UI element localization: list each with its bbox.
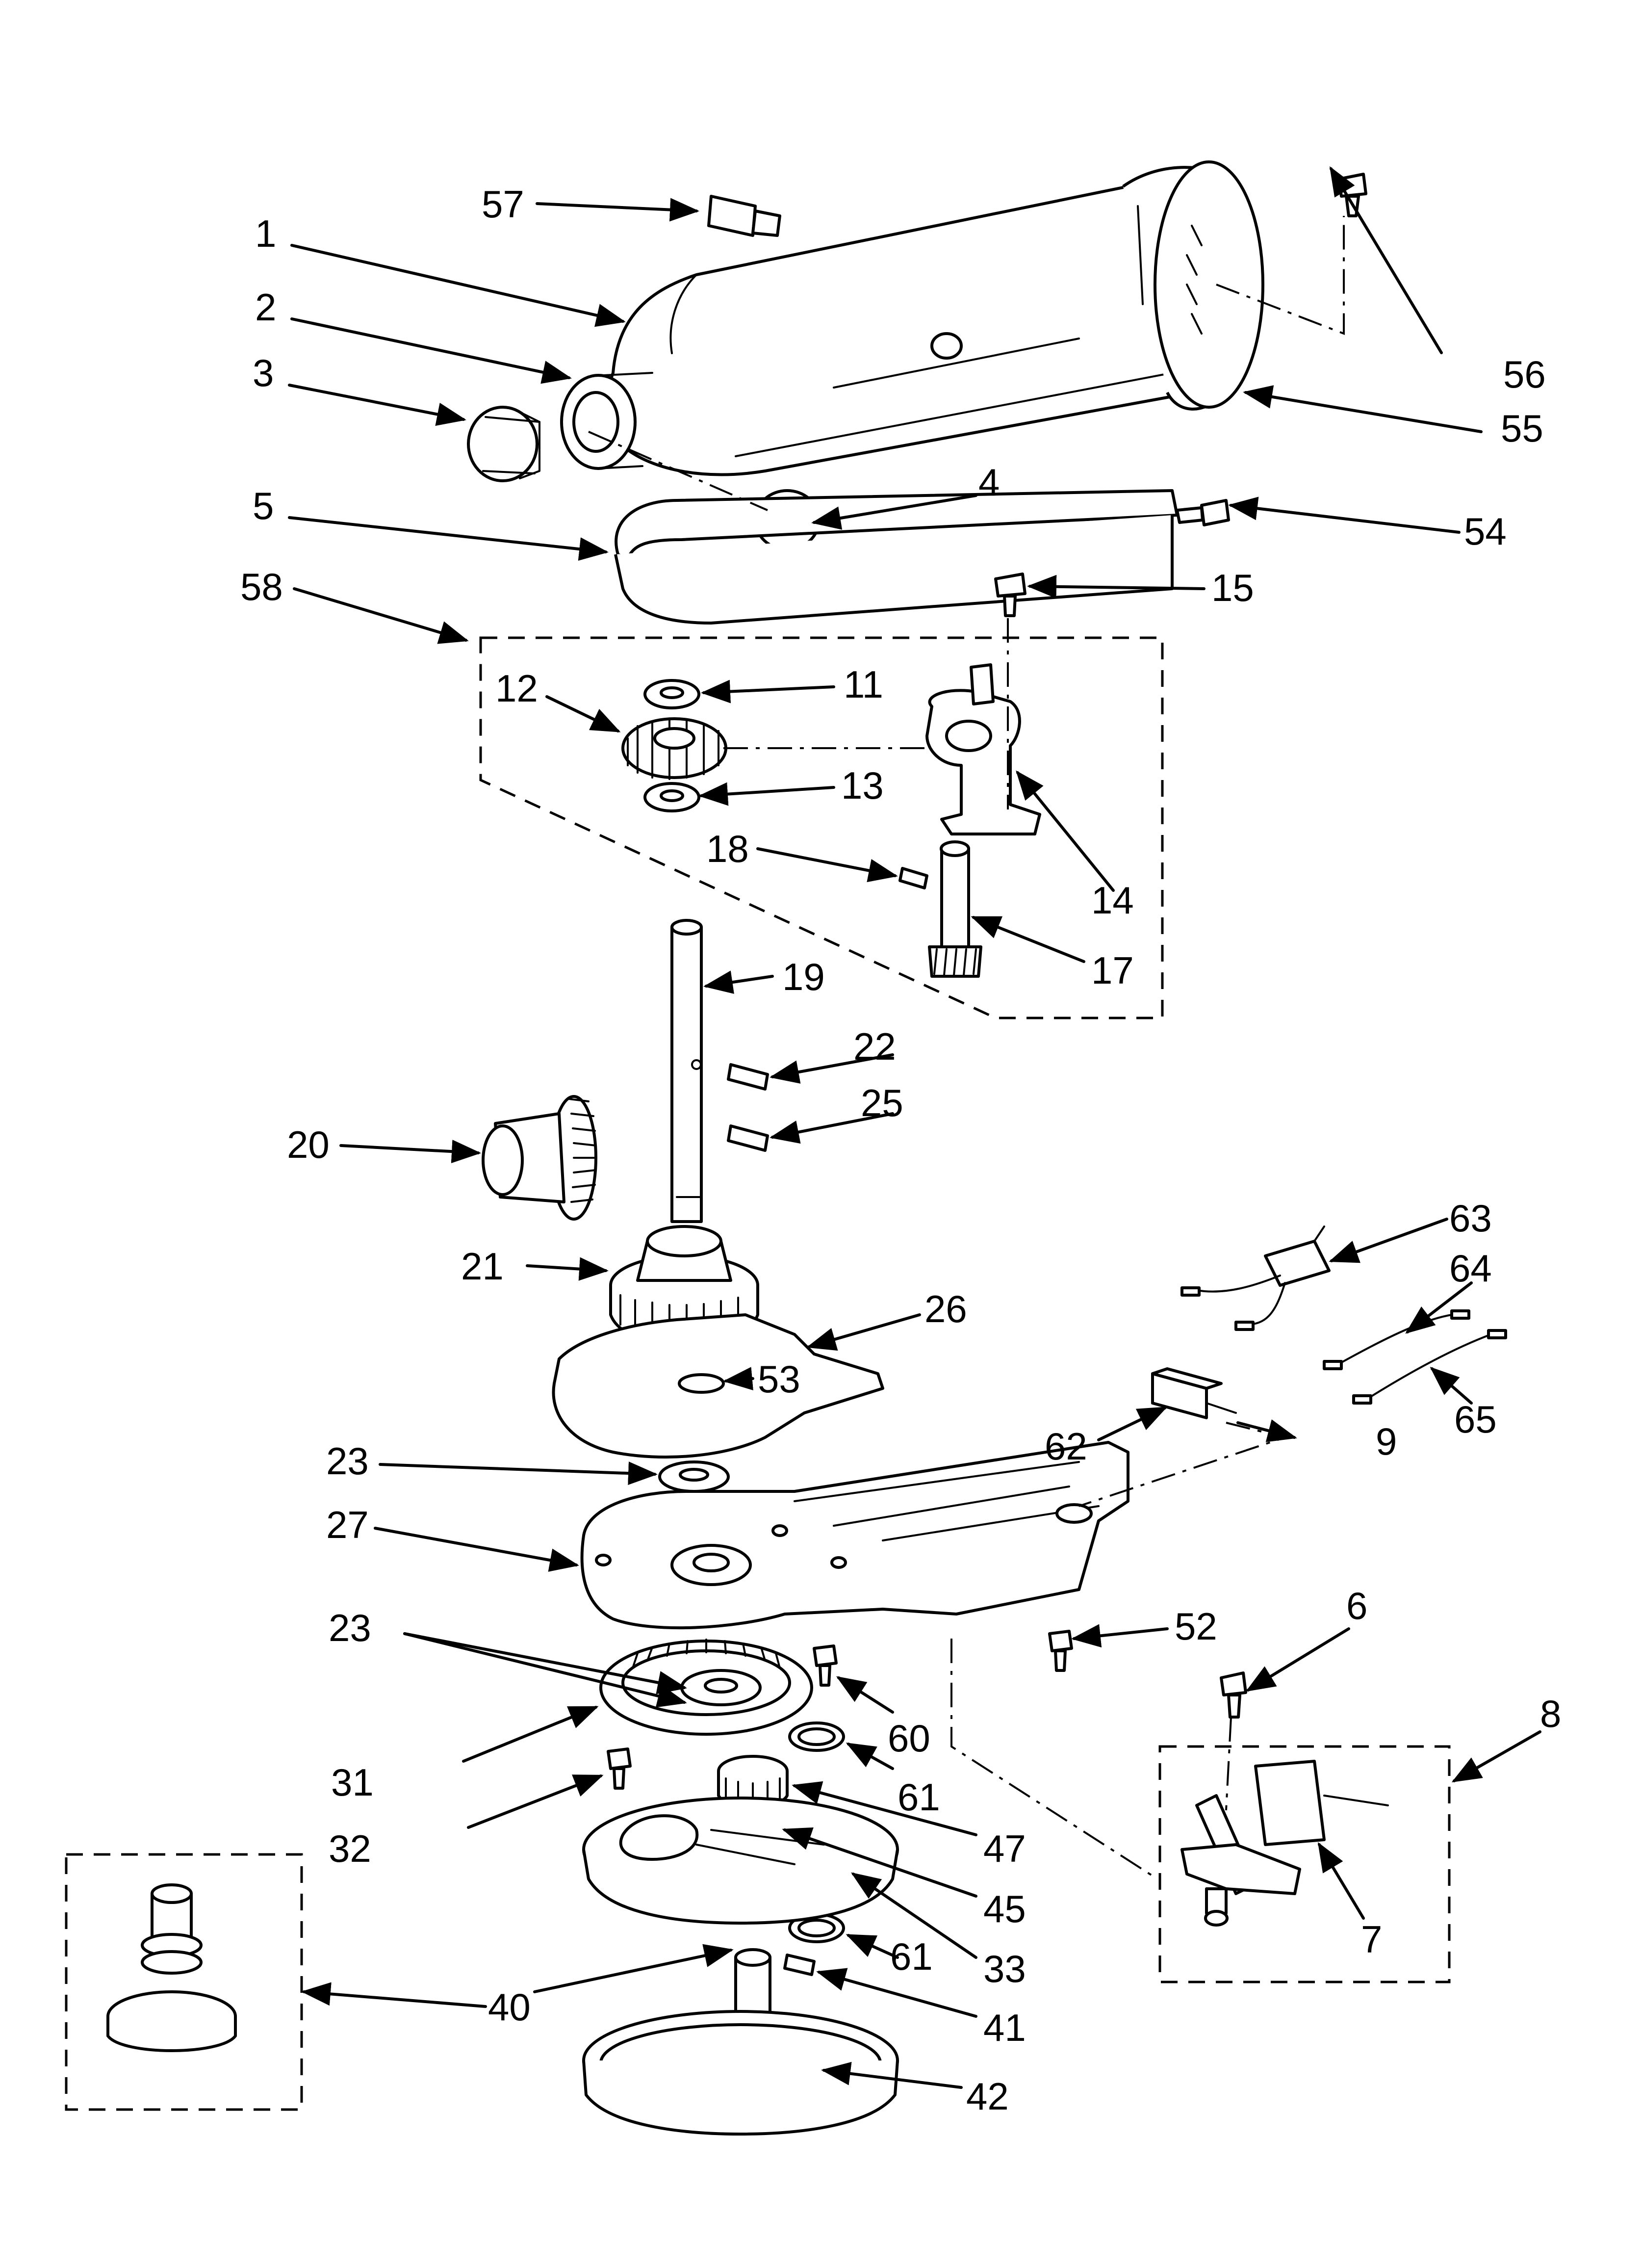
label-53: 53 — [758, 1357, 800, 1401]
retaining-ring-61-upper-part — [788, 1721, 845, 1752]
label-26: 26 — [924, 1287, 967, 1330]
label-8: 8 — [1540, 1692, 1561, 1735]
screw-32-part — [607, 1747, 632, 1790]
label-65: 65 — [1454, 1398, 1497, 1441]
label-33: 33 — [983, 1947, 1026, 1990]
screw-60-part — [813, 1644, 838, 1687]
label-17: 17 — [1091, 949, 1134, 992]
label-52: 52 — [1175, 1605, 1217, 1648]
label-18: 18 — [706, 827, 749, 870]
wire-65-part — [1352, 1329, 1507, 1405]
screw-57-part — [707, 195, 781, 237]
screw-52-part — [1048, 1630, 1073, 1672]
hook-assembly-40-part — [106, 1883, 237, 2052]
attachment-hub-part — [560, 372, 653, 470]
label-13: 13 — [841, 764, 884, 807]
label-42: 42 — [966, 2075, 1009, 2118]
label-58: 58 — [240, 565, 283, 608]
label-62: 62 — [1045, 1425, 1087, 1468]
hub-cover-part — [467, 406, 540, 482]
switch-assembly-7-part — [1180, 1760, 1389, 1927]
screw-56-part — [1337, 173, 1367, 217]
label-57: 57 — [482, 182, 524, 226]
assembly-8-boundary — [1158, 1745, 1451, 1983]
pin-18-part — [898, 867, 928, 889]
wire-64-part — [1323, 1309, 1470, 1370]
label-54: 54 — [1464, 510, 1507, 553]
label-3: 3 — [253, 351, 274, 394]
label-47: 47 — [983, 1827, 1026, 1870]
washer-13-part — [643, 782, 700, 812]
washer-23-lower-part — [680, 1669, 762, 1706]
label-32: 32 — [329, 1827, 371, 1870]
label-27: 27 — [326, 1503, 369, 1546]
label-41: 41 — [983, 2006, 1026, 2049]
capacitor-63-part — [1180, 1225, 1331, 1331]
centerline — [950, 1639, 1158, 1880]
label-64: 64 — [1449, 1247, 1492, 1290]
centerline — [1225, 1717, 1232, 1811]
assembly-58-boundary — [479, 636, 1164, 1019]
retaining-ring-61-lower-part — [788, 1913, 845, 1943]
trim-band-part — [614, 489, 1179, 625]
label-23-top: 23 — [326, 1439, 369, 1483]
centerline — [1216, 216, 1345, 335]
label-60: 60 — [888, 1717, 930, 1760]
leader-lines — [288, 166, 1541, 2089]
label-6: 6 — [1346, 1584, 1367, 1627]
label-45: 45 — [983, 1887, 1026, 1930]
label-5: 5 — [253, 484, 274, 527]
label-7: 7 — [1361, 1918, 1382, 1961]
label-63: 63 — [1449, 1197, 1492, 1240]
label-12: 12 — [495, 667, 538, 710]
screw-15-part — [994, 573, 1026, 617]
bevel-gear-20-part — [482, 1095, 597, 1221]
screw-54-part — [1176, 499, 1230, 526]
gear-housing-14-part — [925, 663, 1041, 835]
label-2: 2 — [255, 286, 276, 329]
pin-41-part — [783, 1954, 816, 1976]
pin-22-part — [727, 1063, 769, 1091]
washer-23-top-part — [658, 1460, 730, 1493]
shaft-19-part — [670, 919, 703, 1223]
gasket-26-part — [552, 1313, 884, 1459]
label-19: 19 — [782, 955, 825, 998]
screw-6-part — [1220, 1671, 1247, 1719]
label-61-upper: 61 — [898, 1775, 940, 1819]
gear-case-27-part — [580, 1441, 1129, 1630]
label-31: 31 — [331, 1761, 374, 1804]
label-21: 21 — [461, 1245, 504, 1288]
label-1: 1 — [255, 212, 276, 255]
label-20: 20 — [287, 1123, 330, 1166]
label-40: 40 — [488, 1985, 531, 2029]
label-56: 56 — [1503, 353, 1546, 396]
carbon-brush-62-part — [1151, 1367, 1237, 1419]
centerline — [588, 431, 768, 511]
pin-25-part — [727, 1124, 769, 1152]
label-23-lower: 23 — [329, 1606, 371, 1649]
assembly-40-boundary — [65, 1853, 303, 2111]
trim-ring-42-part — [582, 2010, 899, 2136]
label-15: 15 — [1211, 566, 1254, 609]
label-22: 22 — [853, 1025, 896, 1068]
label-61-lower: 61 — [890, 1935, 933, 1978]
label-25: 25 — [861, 1081, 903, 1124]
label-9: 9 — [1376, 1420, 1397, 1463]
label-14: 14 — [1091, 879, 1134, 922]
worm-gear-12-part — [621, 717, 727, 780]
label-4: 4 — [978, 461, 1000, 504]
pinion-shaft-17-part — [928, 840, 982, 978]
motor-housing-part — [606, 160, 1264, 476]
label-55: 55 — [1501, 407, 1543, 450]
label-11: 11 — [844, 663, 883, 706]
washer-11-part — [643, 679, 700, 709]
planetary-housing-33-part — [582, 1797, 899, 1925]
